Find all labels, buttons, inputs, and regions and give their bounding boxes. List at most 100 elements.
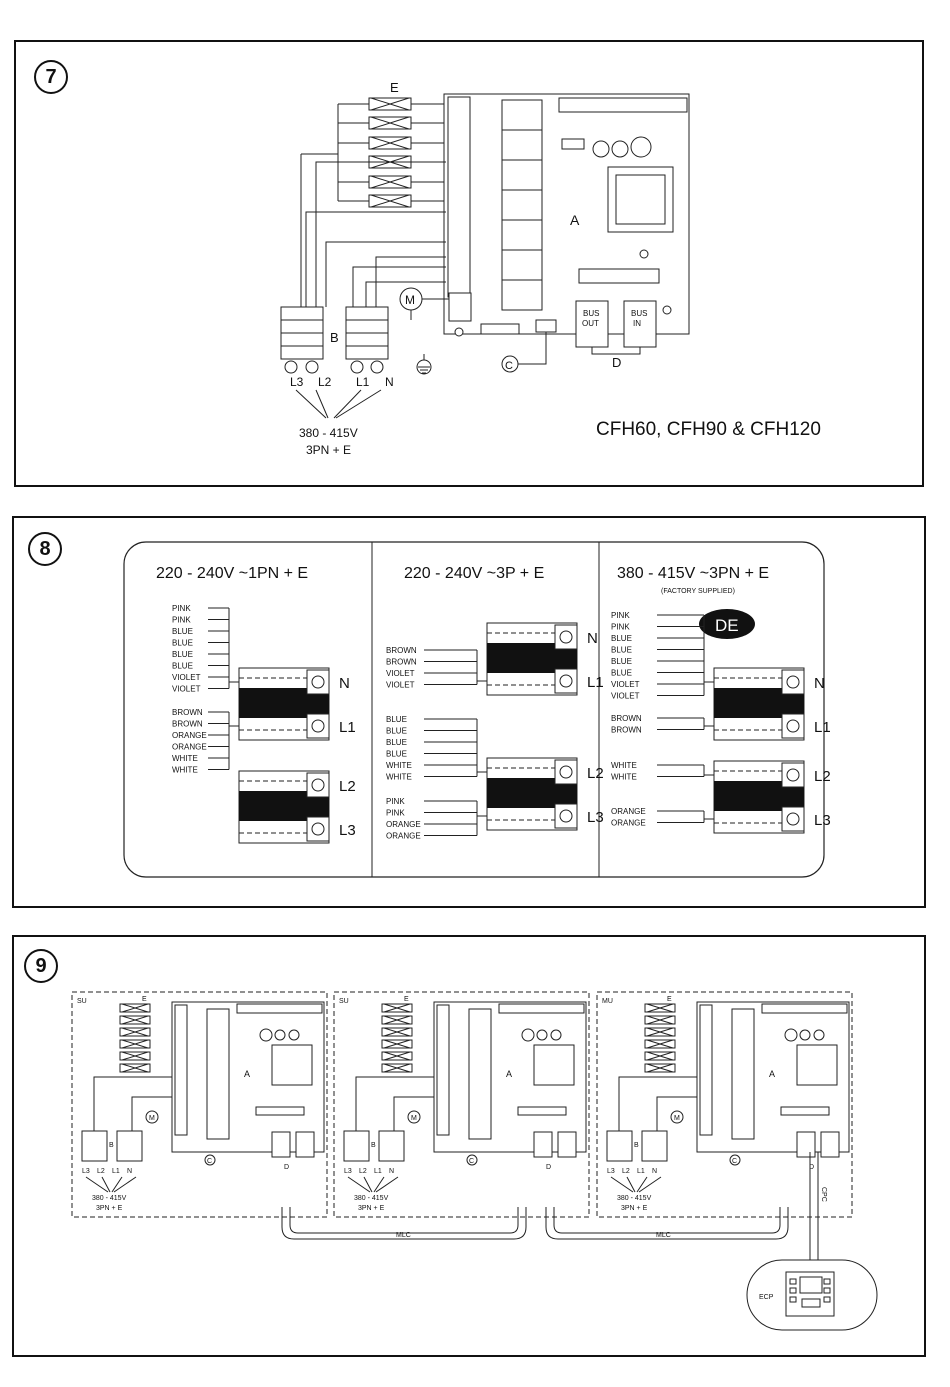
terminal-l3: L3 (587, 809, 604, 826)
wire-label: VIOLET (611, 692, 640, 701)
wire-label: BLUE (386, 715, 407, 724)
wire-label: BLUE (172, 639, 193, 648)
terminal-label: L2 (97, 1168, 105, 1175)
mlc-cable-2 (545, 1207, 789, 1240)
terminal-n: N (339, 675, 350, 692)
terminal-label: L2 (622, 1168, 630, 1175)
wire-label: ORANGE (611, 807, 646, 816)
bus-in-box: BUS IN (623, 300, 657, 348)
wire-label: BLUE (172, 650, 193, 659)
column-subtitle: (FACTORY SUPPLIED) (661, 588, 735, 595)
wire-label: WHITE (172, 754, 198, 763)
svg-text:M: M (149, 1115, 155, 1122)
terminal-label: L1 (374, 1168, 382, 1175)
column-title: 380 - 415V ~3PN + E (617, 565, 769, 582)
terminal-l1: L1 (587, 674, 604, 691)
wire-label: BLUE (172, 627, 193, 636)
unit-tag: SU (77, 998, 87, 1005)
supply-phases: 3PN + E (358, 1205, 385, 1212)
wire-label: ORANGE (386, 820, 421, 829)
label-d: D (284, 1164, 289, 1171)
supply-voltage: 380 - 415V (617, 1195, 652, 1202)
label-b: B (109, 1142, 114, 1149)
supply-voltage: 380 - 415V (299, 426, 358, 440)
wire-label: BLUE (172, 662, 193, 671)
bus-in-box (557, 1131, 577, 1158)
terminal-n: N (814, 675, 825, 692)
wire-label: ORANGE (386, 832, 421, 841)
label-d: D (612, 355, 621, 370)
terminal-block-b (280, 306, 389, 374)
column-title: 220 - 240V ~1PN + E (156, 565, 308, 582)
wire-label: WHITE (611, 773, 637, 782)
label-b: B (634, 1142, 639, 1149)
wire-label: ORANGE (172, 731, 207, 740)
model-list: CFH60, CFH90 & CFH120 (596, 419, 821, 440)
wire-label: BROWN (172, 708, 203, 717)
panel-number-9: 9 (24, 949, 58, 983)
de-badge-label: DE (715, 616, 739, 635)
terminal-l3: L3 (290, 375, 304, 389)
wire-label: PINK (172, 604, 191, 613)
terminal-label: L1 (637, 1168, 645, 1175)
label-a: A (244, 1069, 250, 1079)
control-board-a (433, 1001, 587, 1153)
wire-label: WHITE (386, 761, 412, 770)
supply-phases: 3PN + E (96, 1205, 123, 1212)
connection-table-8: 220 - 240V ~1PN + E N PINK PINK BLUE BLUE BLUE… (123, 541, 831, 878)
bus-out-box (271, 1131, 291, 1158)
terminal-n: N (587, 630, 598, 647)
svg-text:M: M (674, 1115, 680, 1122)
terminal-label: N (127, 1168, 132, 1175)
terminal-label: N (652, 1168, 657, 1175)
terminal-l3: L3 (339, 822, 356, 839)
wire-label: BLUE (386, 738, 407, 747)
control-board-a (443, 93, 690, 337)
bus-out-box (533, 1131, 553, 1158)
wire-label: BLUE (611, 669, 632, 678)
label-c: C (505, 360, 513, 372)
terminal-block-b (81, 1130, 108, 1162)
wire-label: PINK (386, 797, 405, 806)
wire-label: VIOLET (386, 681, 415, 690)
wire-label: VIOLET (611, 680, 640, 689)
wire-label: PINK (611, 623, 630, 632)
svg-text:BUS: BUS (631, 309, 647, 318)
wire-label: PINK (386, 809, 405, 818)
heating-elements (300, 97, 446, 307)
label-e: E (142, 996, 147, 1003)
wire-label: WHITE (172, 766, 198, 775)
terminal-l2: L2 (587, 765, 604, 782)
terminal-n: N (385, 375, 394, 389)
wire-label: VIOLET (172, 673, 201, 682)
terminal-l1: L1 (814, 719, 831, 736)
wire-label: BLUE (386, 727, 407, 736)
ecp-label: ECP (759, 1294, 774, 1301)
label-e: E (404, 996, 409, 1003)
wiring-columns: 220 - 240V ~1PN + E N PINK PINK BLUE BLUE BLUE… (156, 565, 831, 844)
wiring-column-2: 220 - 240V ~3P + ENL1BROWNBROWNVIOLETVIO… (386, 565, 604, 841)
label-e: E (390, 80, 399, 95)
label-c: C (469, 1158, 474, 1165)
wire-label: BROWN (386, 658, 417, 667)
supply-phases: 3PN + E (621, 1205, 648, 1212)
terminal-label: L2 (359, 1168, 367, 1175)
bus-in-box (295, 1131, 315, 1158)
de-badge (699, 609, 755, 639)
supply-voltage: 380 - 415V (92, 1195, 127, 1202)
wire-label: WHITE (611, 761, 637, 770)
terminal-l1: L1 (356, 375, 370, 389)
wire-label: BROWN (611, 714, 642, 723)
svg-text:BUS: BUS (583, 309, 599, 318)
terminal-l3: L3 (814, 812, 831, 829)
wire-label: ORANGE (611, 819, 646, 828)
bus-in-box (820, 1131, 840, 1158)
svg-text:OUT: OUT (582, 319, 599, 328)
terminal-label: L1 (112, 1168, 120, 1175)
panel-number-8: 8 (28, 532, 62, 566)
label-b: B (330, 330, 339, 345)
terminal-block-b (343, 1130, 370, 1162)
